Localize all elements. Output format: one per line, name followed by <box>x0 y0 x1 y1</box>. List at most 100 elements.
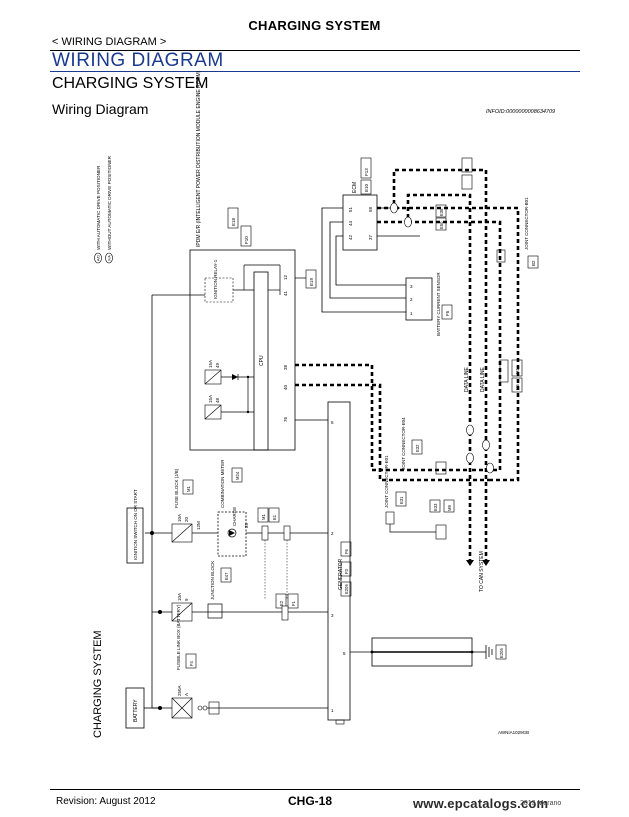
ignition-switch: IGNITION SWITCH ON OR START <box>126 489 144 564</box>
ipdm-label: IPDM E/R (INTELLIGENT POWER DISTRIBUTION… <box>196 70 202 247</box>
joint-connector-b01: JOINT CONNECTOR-B01 B2 <box>496 197 539 269</box>
conn-e2: E2 <box>279 600 284 606</box>
info-id: INFOID:0000000008634709 <box>486 109 556 115</box>
pin-76: 76 <box>283 416 288 422</box>
fuse-10a-1-no: 20 <box>184 516 189 522</box>
ground-conn: E205 <box>499 648 504 658</box>
ignition-switch-label: IGNITION SWITCH ON OR START <box>133 489 138 560</box>
watermark-model: 2013 Murano <box>520 800 562 807</box>
bcs-pin-1: 1 <box>410 311 413 316</box>
legend-text-1: WITH AUTOMATIC DRIVE POSITIONER <box>96 165 101 250</box>
cpu-label: CPU <box>259 355 265 366</box>
pin-40: 40 <box>283 384 288 390</box>
ecm-conn-2: E10 <box>364 183 369 192</box>
diagram-code: AWNIA1029GB <box>498 730 529 735</box>
ecm: ECM F13 E10 51 44 42 37 58 <box>342 157 378 251</box>
revision-date: Revision: August 2012 <box>56 796 156 807</box>
section-title: WIRING DIAGRAM <box>52 50 224 71</box>
combination-meter-conn: M24 <box>235 471 240 480</box>
ipdm-fuse-1-no: 49 <box>215 362 220 368</box>
ecm-label: ECM <box>352 182 358 193</box>
legend-code-2: X/A <box>108 255 112 261</box>
fusible-link-box-conn: F4 <box>189 660 194 666</box>
pin-12: 12 <box>283 274 288 280</box>
fuse-250a: 250A <box>177 685 182 696</box>
conn-e1: E1 <box>272 514 277 520</box>
gen-pin-2: 2 <box>331 531 334 536</box>
joint-connector-e04: JOINT CONNECTOR-E04 E32 <box>401 417 447 475</box>
jce04-label: JOINT CONNECTOR-E04 <box>401 417 406 470</box>
ipdm-er: IPDM E/R (INTELLIGENT POWER DISTRIBUTION… <box>189 70 296 451</box>
bcs-conn: F5 <box>445 310 450 316</box>
bcs-label: BATTERY CURRENT SENSOR <box>436 272 441 336</box>
watermark: www.epcatalogs.com <box>413 796 549 811</box>
conn-e19: E19 <box>309 277 314 286</box>
fuse-10a-2-no: 9 <box>184 598 189 601</box>
battery: BATTERY <box>125 687 145 729</box>
can-option-badges <box>390 202 494 474</box>
jcb01-label: JOINT CONNECTOR-B01 <box>524 197 529 250</box>
gen-pin-3: 3 <box>331 613 334 618</box>
fuse-250a-no: A <box>184 693 189 696</box>
conn-e205: E205 <box>344 584 349 594</box>
bcs-pin-2: 2 <box>410 297 413 302</box>
conn-m1: M1 <box>261 514 266 520</box>
junction-block-label: JUNCTION BLOCK <box>210 561 215 600</box>
combination-meter-label: COMBINATION METER <box>220 459 225 508</box>
battery-label: BATTERY <box>133 699 139 722</box>
ipdm-fuse-2: 15A <box>208 395 213 403</box>
ipdm-fuse-2-no: 48 <box>215 397 220 403</box>
to-can-system: TO CAN SYSTEM <box>479 551 485 592</box>
conn-e33: E33 <box>433 503 438 511</box>
legend-text-2: WITHOUT AUTOMATIC DRIVE POSITIONER <box>107 155 112 250</box>
jce01-conn: E31 <box>399 496 404 504</box>
fuse-10a-2: 10A <box>177 593 182 601</box>
conn-f6: F3 <box>344 568 349 574</box>
ecm-pin-42: 42 <box>348 234 353 240</box>
gen-pin-6: 6 <box>331 420 334 425</box>
pin-38: 38 <box>283 364 288 370</box>
fuse-block: FUSE BLOCK (J/B) M1 10A 20 12M <box>171 468 201 543</box>
junction-block-conn: E47 <box>224 572 229 580</box>
can-data-lines <box>295 168 520 560</box>
fuse-12m: 12M <box>196 521 201 530</box>
fuse-10a-1: 10A <box>177 514 182 522</box>
ecm-pin-58: 58 <box>368 206 373 212</box>
conn-m1-can: M1 <box>515 368 520 374</box>
conn-e50: E50 <box>439 221 444 229</box>
footer-divider <box>50 789 580 790</box>
gen-pin-1: 1 <box>331 708 334 713</box>
section-divider <box>50 71 580 72</box>
conn-f1: F1 <box>291 600 296 606</box>
generator: GENERATOR F6 F3 E205 6 2 3 5 1 <box>327 401 352 725</box>
combination-meter: COMBINATION METER M24 CHARGE 25 <box>217 459 249 557</box>
ipdm-fuse-1: 15A <box>208 360 213 368</box>
fuse-block-label: FUSE BLOCK (J/B) <box>174 468 179 508</box>
breadcrumb[interactable]: < WIRING DIAGRAM > <box>52 36 167 48</box>
can-connectors <box>435 157 523 393</box>
charge-lamp-label: CHARGE <box>232 507 237 526</box>
subsection-title: Wiring Diagram <box>52 101 149 117</box>
bcs-pin-3: 3 <box>410 284 413 289</box>
ipdm-conn-1: E18 <box>231 217 236 226</box>
conn-m9: M9 <box>447 505 452 511</box>
fuse-block-conn: M1 <box>186 486 191 492</box>
header-divider <box>50 50 580 51</box>
conn-e38: E38 <box>439 208 444 216</box>
ecm-conn-1: F13 <box>364 168 369 176</box>
junction-block: 10A 9 JUNCTION BLOCK E47 <box>171 561 232 622</box>
ecm-pin-51: 51 <box>348 206 353 212</box>
data-line-label-1: DATA LINE <box>464 367 470 392</box>
conn-f7: F6 <box>344 548 349 554</box>
fusible-link-box: FUSIBLE LINK BOX (BATTERY) F4 250A A <box>171 604 208 719</box>
shield-ground: E205 <box>350 637 507 667</box>
ignition-relay-label: IGNITION RELAY-1 <box>213 259 218 299</box>
jcb01-conn: B2 <box>531 260 536 266</box>
jce01-label: JOINT CONNECTOR-E01 <box>384 455 389 508</box>
battery-current-sensor: 1 2 3 BATTERY CURRENT SENSOR F5 <box>405 272 453 336</box>
pin-41: 41 <box>283 290 288 296</box>
section-subtitle: CHARGING SYSTEM <box>52 75 209 92</box>
data-line-label-2: DATA LINE <box>480 367 486 392</box>
